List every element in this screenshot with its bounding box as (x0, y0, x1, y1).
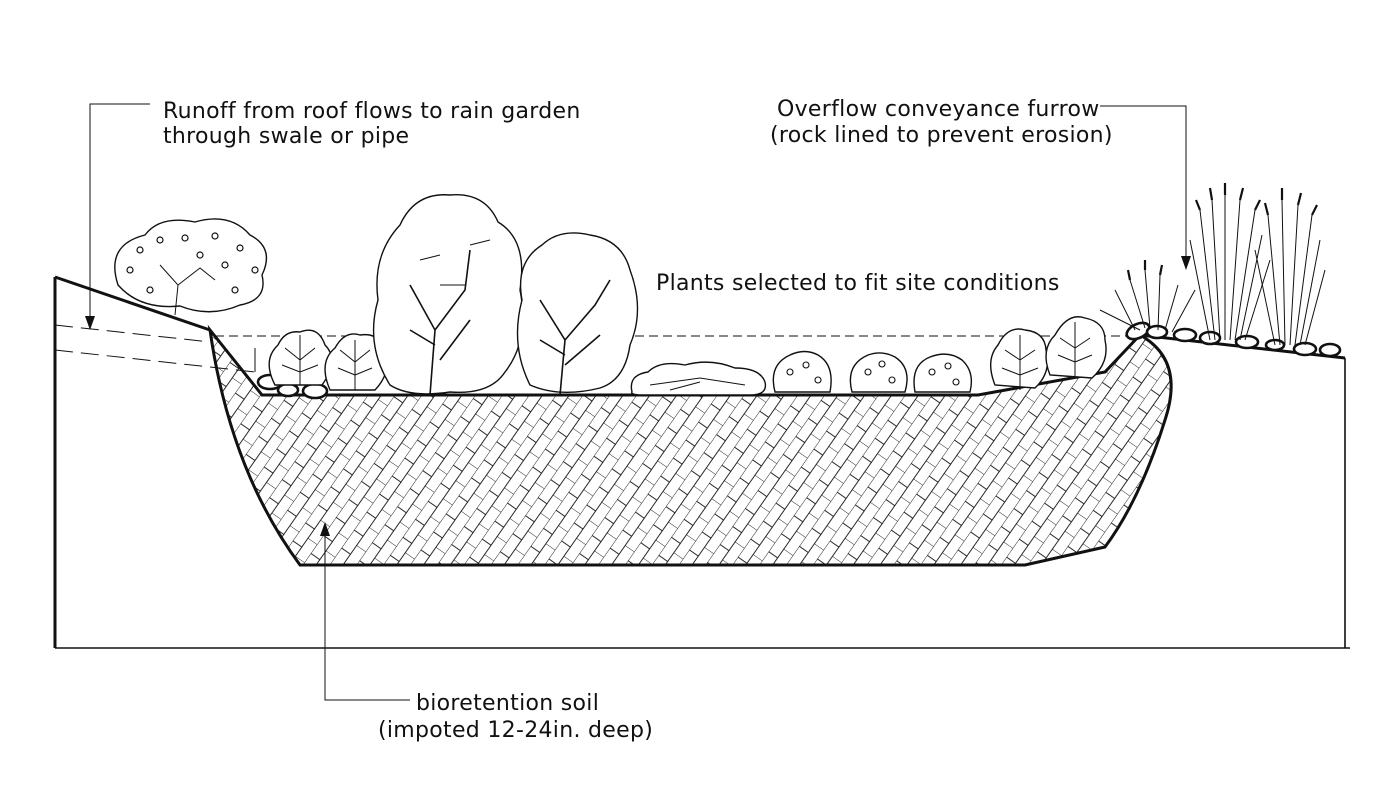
grass-icon-group (1099, 183, 1326, 346)
soil-label-line1: bioretention soil (416, 691, 599, 716)
shrub-icon-low (630, 361, 767, 396)
tree-icon-large (372, 194, 524, 396)
overflow-label-line1: Overflow conveyance furrow (777, 97, 1100, 122)
tree-icon-medium (516, 232, 639, 396)
roof-runoff-arrow (85, 103, 150, 330)
overflow-label-line2: (rock lined to prevent erosion) (770, 123, 1113, 148)
shrub-icon-round (772, 350, 973, 393)
plants-label: Plants selected to fit site conditions (656, 271, 1060, 296)
fern-icon-left (268, 329, 388, 391)
fern-icon-right (990, 316, 1107, 390)
overflow-arrow (1100, 105, 1191, 270)
soil-leader-arrow (320, 522, 410, 701)
runoff-label-line2: through swale or pipe (163, 124, 409, 149)
bioretention-soil-body (207, 324, 1173, 567)
shrub-icon-slope (114, 218, 268, 316)
soil-label-line2: (impoted 12-24in. deep) (378, 718, 653, 743)
runoff-label-line1: Runoff from roof flows to rain garden (163, 99, 581, 124)
